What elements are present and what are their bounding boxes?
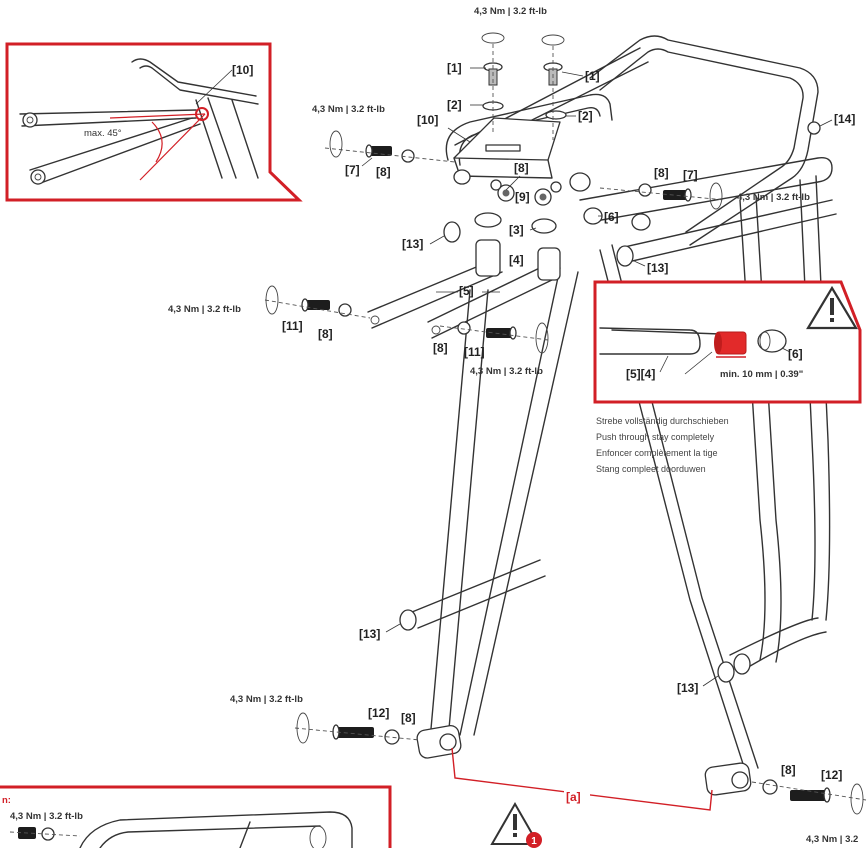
- torque-labels: 4,3 Nm | 3.2 ft-lb 4,3 Nm | 3.2 ft-lb 4,…: [168, 6, 858, 845]
- label-part-4: [4]: [509, 253, 524, 267]
- instruction-de: Strebe vollständig durchschieben: [596, 416, 729, 426]
- instruction-nl: Stang compleet doorduwen: [596, 464, 706, 474]
- label-part-9: [9]: [515, 190, 530, 204]
- label-part-13c: [13]: [359, 627, 380, 641]
- label-part-8b: [8]: [654, 166, 669, 180]
- label-part-7l: [7]: [345, 163, 360, 177]
- label-part-13d: [13]: [677, 681, 698, 695]
- hardware: [264, 32, 867, 815]
- label-part-5: [5]: [459, 284, 474, 298]
- inset-bottom-prefix: n:: [2, 795, 11, 806]
- label-part-8d: [8]: [318, 327, 333, 341]
- torque-right-upper: 4,3 Nm | 3.2 ft-lb: [737, 192, 810, 203]
- inset-bottom: n: 4,3 Nm | 3.2 ft-lb: [0, 785, 392, 848]
- torque-left-upper: 4,3 Nm | 3.2 ft-lb: [312, 104, 385, 115]
- stay-pair: [367, 207, 651, 339]
- label-part-2b: [2]: [578, 109, 593, 123]
- torque-left-lower: 4,3 Nm | 3.2 ft-lb: [230, 694, 303, 705]
- warning-badge-number: 1: [531, 836, 537, 847]
- instruction-en: Push through stay completely: [596, 432, 715, 442]
- inset-label-part-10: [10]: [232, 63, 253, 77]
- label-part-8c: [8]: [376, 165, 391, 179]
- instruction-lines: Strebe vollständig durchschieben Push th…: [596, 416, 729, 474]
- label-part-14: [14]: [834, 112, 855, 126]
- label-part-13b: [13]: [647, 261, 668, 275]
- label-part-7r: [7]: [683, 168, 698, 182]
- torque-center-mid: 4,3 Nm | 3.2 ft-lb: [470, 366, 543, 377]
- label-part-8a: [8]: [514, 161, 529, 175]
- label-part-3: [3]: [509, 223, 524, 237]
- dimension-a: [a]: [451, 747, 713, 811]
- label-part-2: [2]: [447, 98, 462, 112]
- torque-left-mid: 4,3 Nm | 3.2 ft-lb: [168, 304, 241, 315]
- label-part-12r: [12]: [821, 768, 842, 782]
- torque-right-lower: 4,3 Nm | 3.2: [806, 834, 858, 845]
- instruction-fr: Enfoncer complètement la tige: [596, 448, 718, 458]
- label-part-1: [1]: [447, 61, 462, 75]
- inset-detail-labels-left: [5][4]: [626, 367, 655, 381]
- inset-detail-label-right: [6]: [788, 347, 803, 361]
- label-part-13a: [13]: [402, 237, 423, 251]
- label-part-8g: [8]: [781, 763, 796, 777]
- dimension-label-a: [a]: [566, 790, 581, 804]
- inset-detail-min-length: min. 10 mm | 0.39": [720, 369, 803, 380]
- label-part-8e: [8]: [433, 341, 448, 355]
- label-part-11l: [11]: [282, 319, 303, 333]
- warning-icon: 1: [490, 801, 542, 848]
- top-bracket: [453, 117, 591, 192]
- label-part-10: [10]: [417, 113, 438, 127]
- torque-top: 4,3 Nm | 3.2 ft-lb: [474, 6, 547, 17]
- label-part-8f: [8]: [401, 711, 416, 725]
- part-labels: [1] [1] [2] [2] [10] [8] [9] [8] [7] [7]…: [282, 61, 855, 782]
- inset-angle: [10] max. 45°: [5, 42, 303, 202]
- label-part-11c: [11]: [464, 345, 485, 359]
- label-part-12l: [12]: [368, 706, 389, 720]
- inset-max-angle: max. 45°: [84, 128, 122, 139]
- label-part-6: [6]: [604, 210, 619, 224]
- torque-inset-bottom: 4,3 Nm | 3.2 ft-lb: [10, 811, 83, 822]
- inset-detail: [5][4] [6] min. 10 mm | 0.39": [593, 280, 862, 404]
- label-part-1b: [1]: [585, 69, 600, 83]
